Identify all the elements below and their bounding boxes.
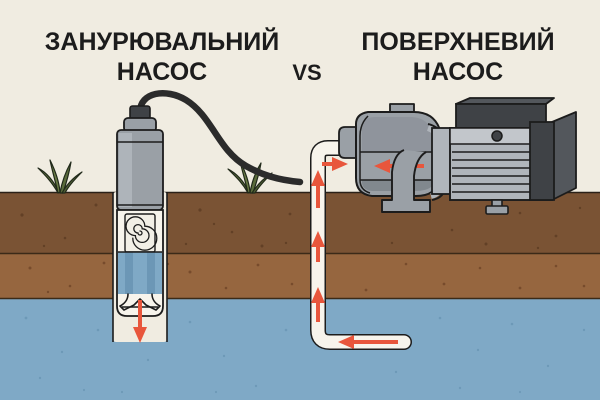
suction-flange [338, 126, 361, 159]
soil-layer-upper [0, 192, 600, 254]
intake-screen [119, 293, 161, 311]
motor-terminal-box-front [455, 103, 547, 129]
motor-bolt [491, 130, 503, 142]
impeller-coil [125, 216, 158, 251]
internal-water-stripe-2 [147, 252, 155, 294]
title-left-line1: ЗАНУРЮВАЛЬНИЙ [45, 26, 279, 56]
motor-fan-cover [551, 111, 577, 201]
title-right-line2: НАСОС [413, 58, 503, 86]
power-cable [136, 90, 304, 186]
elbow-arrow-top [322, 157, 348, 171]
submersible-pump [116, 117, 164, 317]
submersible-discharge-arrow [133, 300, 147, 343]
groundwater-layer [0, 298, 600, 400]
motor-mounting-base [485, 205, 509, 215]
grass-tuft-left [37, 159, 83, 194]
pump-body-highlight [119, 133, 132, 207]
volute-inner-edge [359, 115, 371, 194]
soil-layer-lower [0, 253, 600, 299]
pump-base-bracket [381, 149, 431, 213]
suction-intake-arrow [338, 335, 398, 349]
title-left-line2: НАСОС [117, 58, 207, 86]
title-right-line1: ПОВЕРХНЕВИЙ [361, 26, 554, 56]
motor-terminal-box [455, 97, 555, 105]
internal-water-column [118, 252, 162, 294]
riser-arrow-upper [311, 170, 325, 208]
riser-arrow-middle [311, 231, 325, 262]
versus-label: VS [292, 60, 321, 85]
surface-pump [338, 97, 577, 215]
volute-highlight [362, 117, 432, 152]
internal-water-stripe-1 [125, 252, 133, 294]
water-speckles [24, 316, 586, 394]
riser-arrow-lower [311, 287, 325, 322]
motor-fan-cover-front [529, 121, 555, 201]
